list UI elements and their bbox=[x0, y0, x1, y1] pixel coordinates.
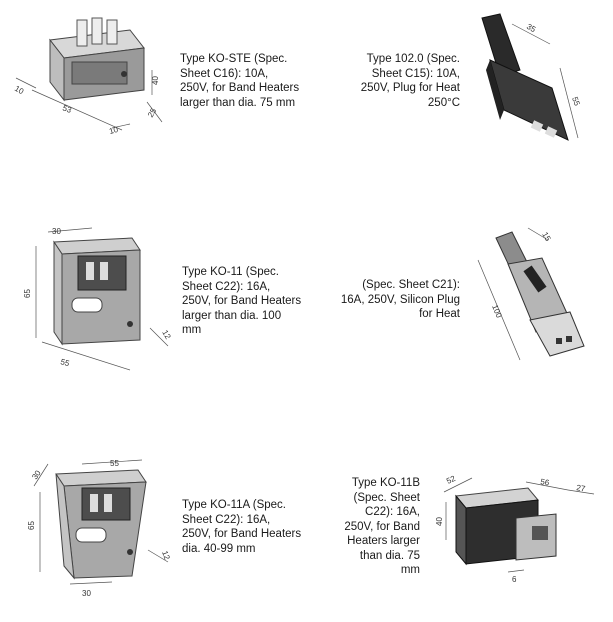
dim-label: 30 bbox=[82, 589, 91, 598]
dim-label: 40 bbox=[435, 517, 444, 526]
product-description: Type KO-11 (Spec. Sheet C22): 16A, 250V,… bbox=[182, 266, 302, 336]
dim-label: 52 bbox=[445, 474, 457, 486]
dim-label: 35 bbox=[525, 22, 538, 35]
dim-label: 65 bbox=[27, 521, 36, 530]
dim-label: 10 bbox=[108, 125, 119, 136]
silicon-plug-drawing: 15 100 bbox=[477, 227, 585, 361]
product-description: Type KO-11B (Spec. Sheet C22): 16A, 250V… bbox=[344, 477, 420, 576]
ko-ste-drawing: 10 53 40 25 10 bbox=[13, 17, 163, 136]
dim-label: 10 bbox=[13, 84, 26, 97]
dim-label: 55 bbox=[59, 357, 70, 368]
dim-label: 12 bbox=[160, 329, 173, 342]
dim-label: 12 bbox=[160, 550, 172, 562]
dim-label: 15 bbox=[540, 231, 553, 244]
dim-label: 25 bbox=[146, 106, 159, 119]
ko-11a-drawing: 30 55 65 12 30 bbox=[27, 459, 172, 598]
dim-label: 27 bbox=[576, 483, 587, 494]
dim-label: 6 bbox=[512, 575, 517, 584]
dim-label: 56 bbox=[540, 477, 551, 488]
ko-11b-drawing: 52 56 27 40 6 bbox=[435, 474, 595, 584]
product-description: Type 102.0 (Spec. Sheet C15): 10A, 250V,… bbox=[360, 53, 460, 109]
ko-11-drawing: 30 65 55 12 bbox=[23, 227, 173, 371]
product-description: Type KO-11A (Spec. Sheet C22): 16A, 250V… bbox=[182, 499, 302, 555]
dim-label: 30 bbox=[52, 227, 61, 236]
product-description: Type KO-STE (Spec. Sheet C16): 10A, 250V… bbox=[180, 53, 300, 109]
dim-label: 53 bbox=[61, 103, 73, 115]
dim-label: 30 bbox=[30, 468, 43, 481]
dim-label: 40 bbox=[151, 76, 160, 85]
dim-label: 55 bbox=[570, 96, 582, 108]
product-description: (Spec. Sheet C21): 16A, 250V, Silicon Pl… bbox=[340, 279, 460, 320]
dim-label: 65 bbox=[23, 289, 32, 298]
plug-102-drawing: 35 55 bbox=[481, 13, 582, 141]
dim-label: 55 bbox=[110, 459, 119, 468]
